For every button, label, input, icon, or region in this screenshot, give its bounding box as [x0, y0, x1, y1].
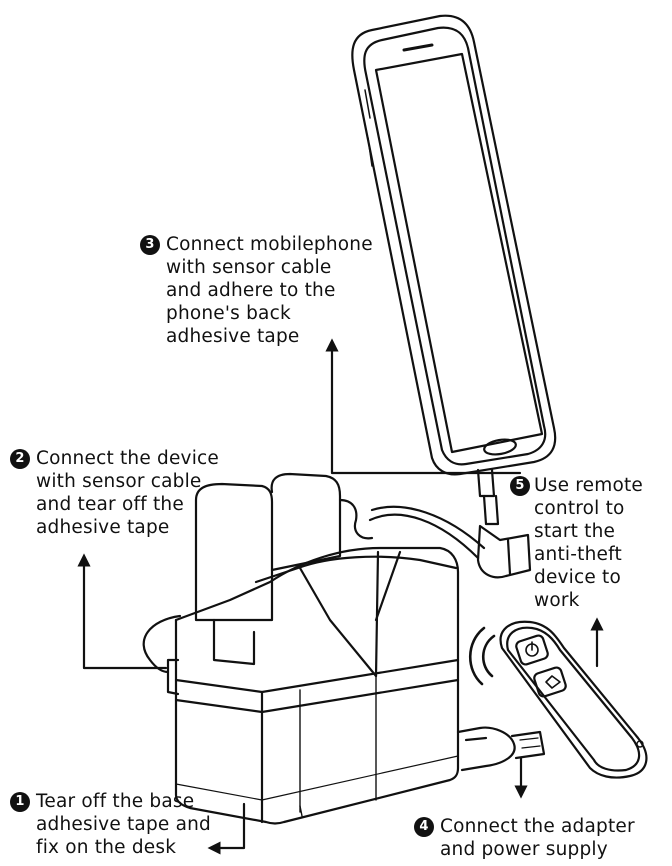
- phone-illustration: [351, 14, 557, 476]
- lock-button-icon: [545, 675, 561, 689]
- signal-wave-icon: [469, 626, 496, 686]
- step-1-line-3: fix on the desk: [36, 837, 177, 858]
- step-5-line-4: anti-theft: [534, 544, 622, 565]
- step-3-line-3: and adhere to the: [166, 280, 336, 301]
- step-2-line-4: adhesive tape: [36, 517, 170, 538]
- step-number-badge: 1: [10, 792, 30, 812]
- step-number-badge: 3: [140, 235, 160, 255]
- step-1-line-1: Tear off the base: [36, 791, 195, 812]
- stand-device-illustration: [142, 472, 460, 825]
- step-2-line-1: Connect the device: [36, 448, 219, 469]
- step-number-badge: 5: [510, 476, 530, 496]
- step-arrows: [84, 345, 604, 855]
- step-5-line-6: work: [534, 590, 580, 611]
- remote-control-illustration: [499, 620, 648, 779]
- step-2-line-3: and tear off the: [36, 494, 184, 515]
- step-3-line-4: phone's back: [166, 303, 291, 324]
- step-5-line-2: control to: [534, 498, 625, 519]
- phone-sensor-cable: [368, 468, 532, 579]
- step-4-line-2: and power supply: [440, 839, 608, 860]
- step-2-line-2: with sensor cable: [36, 471, 202, 492]
- power-button-icon: [525, 641, 539, 657]
- step-3-line-1: Connect mobilephone: [166, 234, 373, 255]
- step-number-badge: 4: [414, 817, 434, 837]
- step-3-line-5: adhesive tape: [166, 326, 300, 347]
- step-4-line-1: Connect the adapter: [440, 816, 635, 837]
- step-1-line-2: adhesive tape and: [36, 814, 211, 835]
- step-number-badge: 2: [10, 449, 30, 469]
- step-5-line-3: start the: [534, 521, 616, 542]
- usb-adapter-illustration: [456, 726, 546, 772]
- step-5-line-5: device to: [534, 567, 622, 588]
- step-5-line-1: Use remote: [534, 475, 643, 496]
- step-3-line-2: with sensor cable: [166, 257, 332, 278]
